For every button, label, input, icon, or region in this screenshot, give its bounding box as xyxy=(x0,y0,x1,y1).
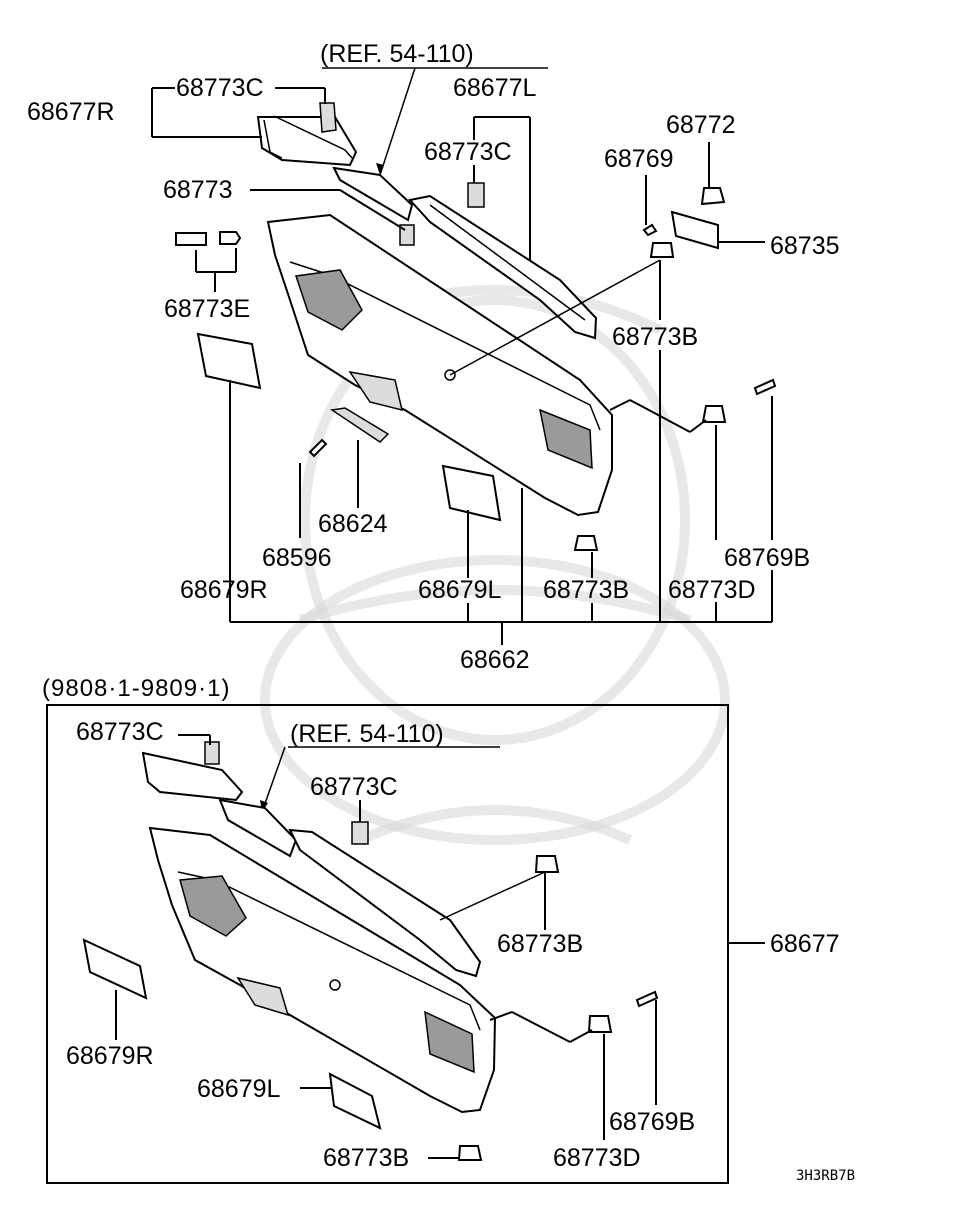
label-68679l-a: 68679L xyxy=(418,576,502,604)
upper-assembly: (REF. 54-110) xyxy=(27,40,840,674)
label-68769b-a: 68769B xyxy=(724,544,810,572)
label-68773b-d: 68773B xyxy=(323,1144,409,1172)
trim-center-upper xyxy=(332,166,414,222)
door-trim-panel-upper xyxy=(266,213,613,517)
label-68662: 68662 xyxy=(460,646,530,674)
fastener-68773d-lower xyxy=(587,1015,613,1033)
screw-68596 xyxy=(308,438,328,458)
fastener-68773b-lower-a xyxy=(534,855,560,873)
fastener-68773d-upper xyxy=(701,405,727,423)
screw-68769b-upper xyxy=(753,378,777,396)
label-68677r: 68677R xyxy=(27,98,115,126)
door-trim-panel-lower xyxy=(148,826,497,1114)
trim-piece-68677r xyxy=(256,116,358,167)
ref-label-top: (REF. 54-110) xyxy=(320,40,474,68)
grommet-68772 xyxy=(700,187,726,206)
watermark-emblem xyxy=(260,285,730,845)
label-68769b-b: 68769B xyxy=(609,1108,695,1136)
label-68772: 68772 xyxy=(666,111,736,139)
label-68773b-a: 68773B xyxy=(612,323,698,351)
label-68773c-c: 68773C xyxy=(76,718,164,746)
label-68596: 68596 xyxy=(262,544,332,572)
screw-68769 xyxy=(642,223,658,237)
ref-label-bottom: (REF. 54-110) xyxy=(290,720,444,748)
label-68769: 68769 xyxy=(604,145,674,173)
clip-68773e-a xyxy=(175,232,207,246)
cover-68679r-lower xyxy=(82,938,148,1000)
bracket-68735 xyxy=(670,210,719,250)
trim-center-lower xyxy=(218,798,298,858)
pull-handle-68624 xyxy=(329,407,390,443)
label-68679r-a: 68679R xyxy=(180,576,268,604)
clip-68773e-b xyxy=(219,231,242,245)
cover-68679r-upper xyxy=(196,332,262,390)
fastener-68773b-upper xyxy=(649,242,675,258)
diagram-code: 3H3RB7B xyxy=(796,1168,855,1184)
label-68679l-b: 68679L xyxy=(197,1075,281,1103)
label-68773d-b: 68773D xyxy=(553,1144,641,1172)
trim-strip-lower xyxy=(288,828,482,978)
fastener-68773b-lower xyxy=(573,535,599,551)
label-68773b-b: 68773B xyxy=(543,576,629,604)
label-68773b-c: 68773B xyxy=(497,930,583,958)
label-68773c-b: 68773C xyxy=(424,138,512,166)
cover-68679l-lower xyxy=(328,1072,382,1130)
label-68679r-b: 68679R xyxy=(66,1042,154,1070)
trim-strip-68677l xyxy=(408,194,598,340)
label-68773: 68773 xyxy=(163,176,233,204)
clip-68773c-upper xyxy=(319,102,337,133)
lower-assembly: (9808·1-9809·1) (REF. 54-110) xyxy=(42,675,840,1184)
label-68624: 68624 xyxy=(318,510,388,538)
label-68773d-a: 68773D xyxy=(668,576,756,604)
screw-68769b-lower xyxy=(635,990,659,1008)
label-68773c-d: 68773C xyxy=(310,773,398,801)
date-range-label: (9808·1-9809·1) xyxy=(42,675,230,702)
cover-68679l-upper xyxy=(441,464,502,522)
label-68773c-a: 68773C xyxy=(176,74,264,102)
fastener-68773b-lower-b xyxy=(457,1145,483,1161)
label-68677l: 68677L xyxy=(453,74,537,102)
label-68773e: 68773E xyxy=(164,295,250,323)
trim-piece-lower-left xyxy=(141,751,244,802)
label-68677: 68677 xyxy=(770,930,840,958)
label-68735: 68735 xyxy=(770,232,840,260)
